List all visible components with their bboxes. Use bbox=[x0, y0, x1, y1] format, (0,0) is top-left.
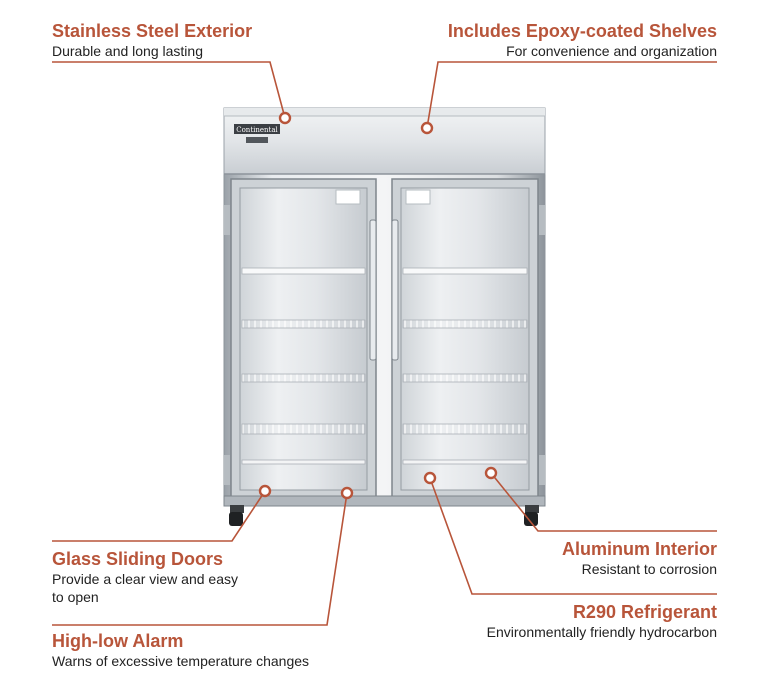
callout-title: Aluminum Interior bbox=[561, 539, 717, 559]
door-handles bbox=[224, 205, 545, 485]
callout-epoxy-coated-shelves: Includes Epoxy-coated Shelves For conven… bbox=[448, 20, 717, 60]
callout-title: Glass Sliding Doors bbox=[52, 549, 224, 569]
shelves-left bbox=[241, 267, 366, 465]
top-panel bbox=[223, 107, 546, 175]
callout-description: Environmentally friendly hydrocarbon bbox=[486, 624, 717, 640]
left-door-glass bbox=[239, 187, 368, 491]
callout-high-low-alarm: High-low Alarm Warns of excessive temper… bbox=[52, 630, 309, 670]
callout-glass-sliding-doors: Glass Sliding Doors Provide a clear view… bbox=[52, 548, 242, 606]
shelves-right bbox=[402, 267, 528, 465]
leader-r290 bbox=[429, 477, 717, 595]
callout-r290-refrigerant: R290 Refrigerant Environmentally friendl… bbox=[487, 601, 717, 641]
leader-alarm bbox=[52, 492, 348, 626]
right-door-glass bbox=[400, 187, 530, 491]
leader-shelves bbox=[426, 61, 717, 129]
leader-doors bbox=[52, 490, 266, 542]
svg-text:Continental: Continental bbox=[236, 126, 278, 134]
callout-description: Durable and long lasting bbox=[52, 43, 203, 59]
leader-exterior bbox=[52, 61, 286, 119]
refrigerator-cabinet: Continental bbox=[223, 107, 546, 526]
callout-description: Provide a clear view and easy to open bbox=[52, 571, 238, 605]
callout-title: Stainless Steel Exterior bbox=[52, 21, 253, 41]
callout-aluminum-interior: Aluminum Interior Resistant to corrosion bbox=[562, 538, 717, 578]
callout-title: R290 Refrigerant bbox=[572, 602, 717, 622]
callout-title: Includes Epoxy-coated Shelves bbox=[447, 21, 717, 41]
casters bbox=[229, 505, 539, 526]
callout-description: For convenience and organization bbox=[506, 43, 717, 59]
callout-title: High-low Alarm bbox=[52, 631, 184, 651]
brand-logo: Continental bbox=[234, 124, 280, 143]
callout-description: Warns of excessive temperature changes bbox=[52, 653, 310, 669]
callout-description: Resistant to corrosion bbox=[581, 561, 717, 577]
leader-aluminum bbox=[490, 472, 717, 532]
callout-stainless-steel-exterior: Stainless Steel Exterior Durable and lon… bbox=[52, 20, 252, 60]
marker-dots bbox=[258, 111, 498, 500]
leader-lines bbox=[52, 61, 717, 626]
